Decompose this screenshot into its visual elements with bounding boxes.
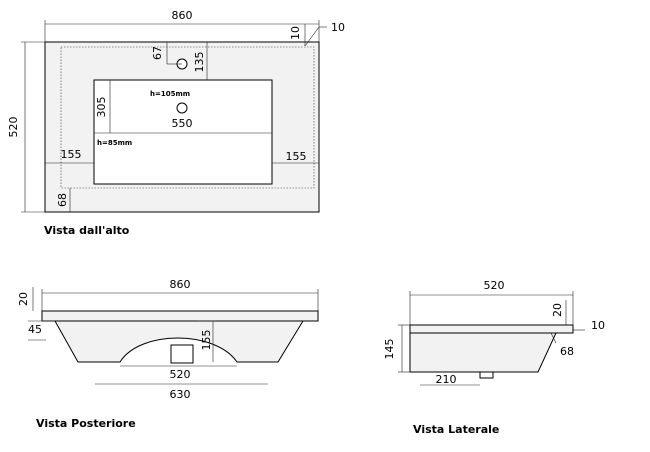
depth-label: 520 [7, 117, 20, 138]
rear-width-label: 860 [170, 278, 191, 291]
basin-height-1-label: h=105mm [150, 90, 190, 98]
rear-inner-width-label: 520 [170, 368, 191, 381]
drain-hole [176, 102, 188, 114]
right-offset-label: 155 [286, 150, 307, 163]
side-depth-label: 520 [484, 279, 505, 292]
side-view: 520 20 10 145 68 210 Vista Laterale [383, 279, 605, 436]
top-view-basin [93, 79, 273, 185]
side-height-label: 145 [383, 339, 396, 360]
basin-width-label: 550 [172, 117, 193, 130]
side-thickness-label: 20 [551, 303, 564, 317]
width-label: 860 [172, 9, 193, 22]
side-chamfer-label: 68 [560, 345, 574, 358]
side-lip-label: 10 [591, 319, 605, 332]
side-view-caption: Vista Laterale [413, 423, 499, 436]
hole-offset-label: 67 [151, 46, 164, 60]
side-drain-stub [479, 371, 494, 379]
rear-depth-label: 155 [200, 330, 213, 351]
top-view-inner-outline [60, 46, 315, 189]
basin-depth-label: 305 [95, 97, 108, 118]
side-view-slab [409, 324, 574, 334]
right-margin2-label: 10 [331, 21, 345, 34]
rear-view-caption: Vista Posteriore [36, 417, 136, 430]
left-offset-label: 155 [61, 148, 82, 161]
drain-stub [170, 344, 194, 364]
top-view-caption: Vista dall'alto [44, 224, 130, 237]
basin-height-2-label: h=85mm [97, 139, 132, 147]
front-margin-label: 68 [56, 193, 69, 207]
right-margin-label: 10 [289, 26, 302, 40]
hole-depth-label: 135 [193, 52, 206, 73]
rear-thickness-label: 20 [17, 292, 30, 306]
rear-view-slab [41, 310, 319, 322]
side-view-body [409, 332, 557, 373]
side-base-label: 210 [436, 373, 457, 386]
rear-outer-width-label: 630 [170, 388, 191, 401]
rear-view-basin-profile [54, 320, 304, 363]
rear-view: 860 20 45 155 520 630 Vista Posteriore [17, 278, 319, 430]
rear-edge-label: 45 [28, 323, 42, 336]
top-view: 860 10 10 520 67 135 305 h=105mm 550 h=8… [7, 9, 345, 237]
